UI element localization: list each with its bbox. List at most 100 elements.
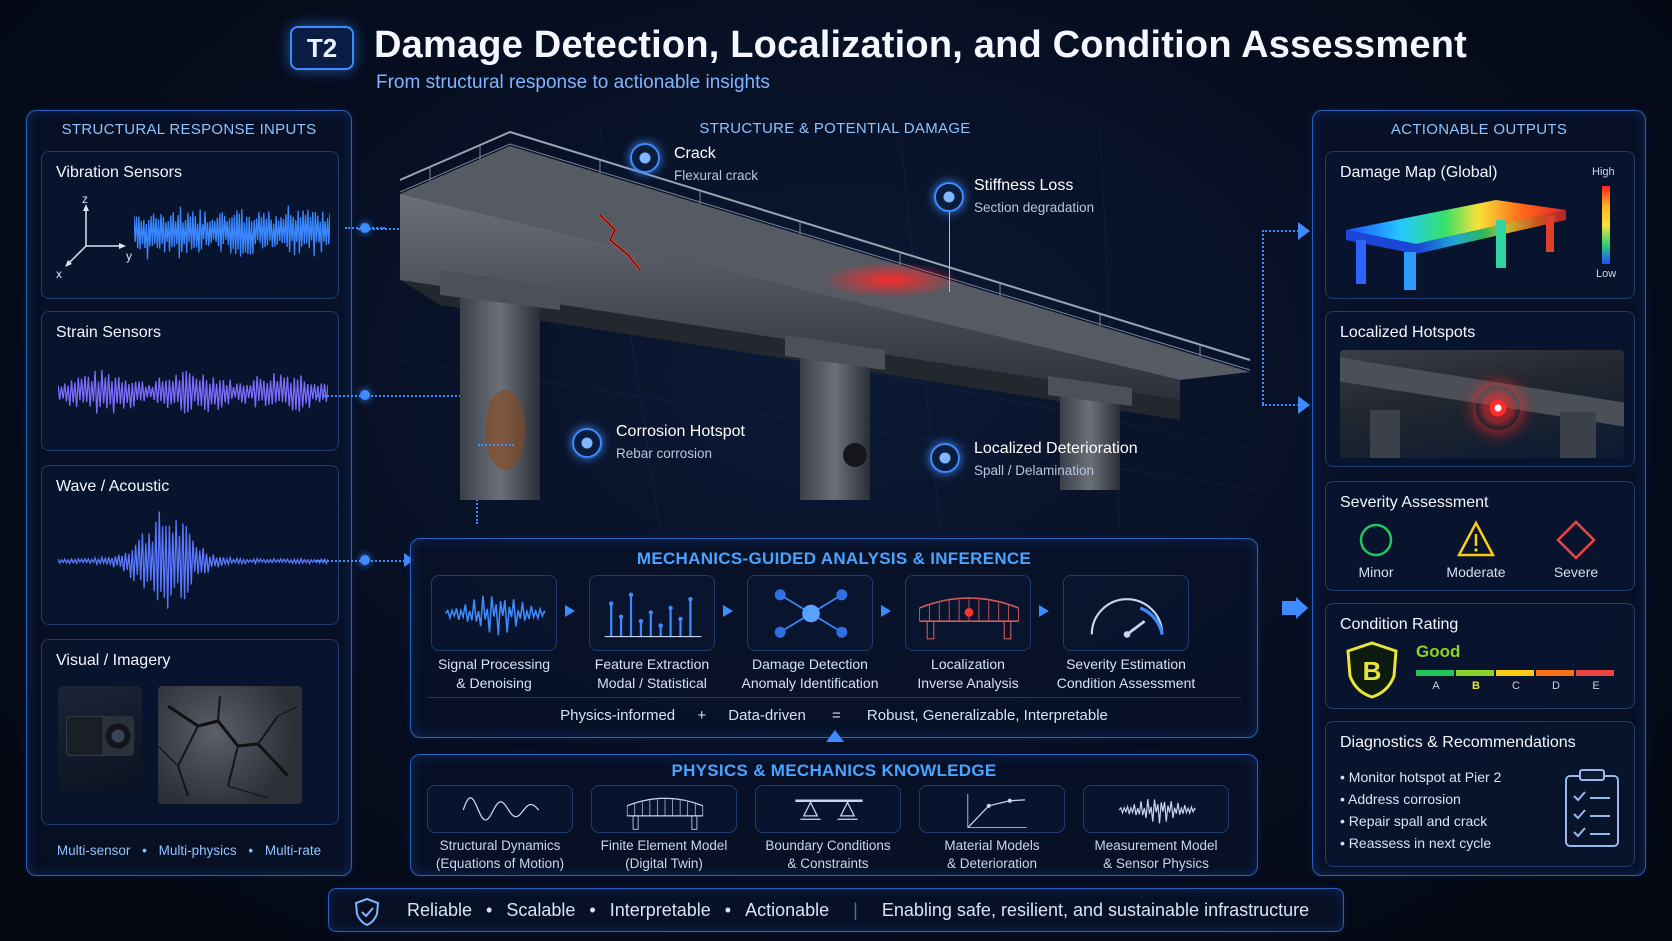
flow-arrow-icon (565, 605, 575, 617)
condition-grade: B (1362, 656, 1382, 686)
rating-scale-segment (1536, 670, 1574, 676)
hotspot-target-icon (1476, 386, 1520, 430)
footer-bar: Reliable•Scalable•Interpretable•Actionab… (328, 888, 1344, 932)
corrosion-marker-icon (572, 428, 602, 458)
inputs-footer: Multi-sensor • Multi-physics • Multi-rat… (56, 843, 322, 858)
stage-label-line1: Damage Detection (752, 656, 868, 672)
structure-title: STRUCTURE & POTENTIAL DAMAGE (699, 120, 971, 137)
sine-wave-icon (462, 797, 540, 821)
analysis-equation: Physics-informed + Data-driven = Robust,… (411, 707, 1257, 724)
stiffness-loss-annotation-title: Stiffness Loss (974, 177, 1074, 194)
hotspot-image (1340, 350, 1624, 458)
plus-sign: + (697, 707, 707, 724)
arrow-icon (1296, 597, 1308, 619)
knowledge-item-box (755, 785, 901, 833)
damage-map-card: Damage Map (Global) High Low (1325, 151, 1635, 299)
stiffness-loss-annotation-sub: Section degradation (974, 200, 1095, 215)
corrosion-annotation-sub: Rebar corrosion (616, 446, 713, 461)
waveform-trace (58, 370, 328, 414)
equals-sign: = (831, 707, 841, 724)
arrow-icon (1298, 222, 1310, 240)
crack-annotation-sub: Flexural crack (674, 168, 759, 183)
bar-features-icon (604, 592, 702, 638)
analysis-panel: MECHANICS-GUIDED ANALYSIS & INFERENCE Si… (410, 538, 1258, 738)
knowledge-item-box (1083, 785, 1229, 833)
footer-separator: • (724, 900, 732, 920)
wave-acoustic-card: Wave / Acoustic (41, 465, 339, 625)
knowledge-item-label: Material Models& Deterioration (905, 837, 1079, 873)
stage-label-line1: Localization (931, 656, 1005, 672)
arrow-icon (1298, 396, 1310, 414)
knowledge-label-line1: Finite Element Model (600, 838, 728, 853)
diagnostics-item: • Reassess in next cycle (1340, 835, 1492, 851)
footer-tag: Actionable (745, 900, 830, 920)
strain-sensor-card: Strain Sensors (41, 311, 339, 451)
knowledge-label-line2: (Equations of Motion) (435, 856, 565, 871)
data-driven-label: Data-driven (728, 707, 806, 724)
dot-node (360, 390, 370, 400)
analysis-stage-label: Signal Processing& Denoising (411, 655, 577, 693)
footer-tag: Scalable (506, 900, 576, 920)
axes-icon: z y x (56, 194, 132, 281)
knowledge-label-line2: & Constraints (787, 856, 869, 871)
stage-label-line2: Inverse Analysis (917, 675, 1019, 691)
support-icon (795, 799, 863, 820)
diagnostics-item: • Repair spall and crack (1340, 813, 1488, 829)
footer-tag-multi-rate: Multi-rate (264, 843, 322, 858)
waveform-icon (444, 595, 546, 636)
severity-severe-label: Severe (1553, 564, 1599, 580)
stiffness-loss-leader (949, 212, 950, 292)
deterioration-annotation-title: Localized Deterioration (974, 440, 1138, 457)
diagnostics-list: • Monitor hotspot at Pier 2• Address cor… (1340, 766, 1501, 854)
strain-connector (316, 395, 476, 397)
strain-label: Strain Sensors (56, 324, 161, 341)
corrosion-annotation-title: Corrosion Hotspot (616, 423, 745, 440)
camera-icon (58, 686, 142, 792)
analysis-title: MECHANICS-GUIDED ANALYSIS & INFERENCE (636, 549, 1032, 568)
network-icon (774, 589, 848, 638)
stage-label-line1: Signal Processing (437, 656, 551, 672)
condition-rating-label: Condition Rating (1340, 616, 1459, 633)
rating-scale-segment (1456, 670, 1494, 676)
rating-scale-segment (1416, 670, 1454, 676)
knowledge-item-box (427, 785, 573, 833)
analysis-stage-box (1063, 575, 1189, 651)
damage-map-label: Damage Map (Global) (1340, 164, 1498, 181)
analysis-divider (427, 697, 1241, 698)
stage-label-line2: Anomaly Identification (741, 675, 879, 691)
footer-separator: • (486, 900, 493, 920)
heat-scale-bar (1602, 186, 1610, 264)
severe-diamond-icon (1556, 520, 1596, 560)
vibration-waveform-icon (134, 205, 330, 260)
arrow-icon (404, 553, 414, 567)
moderate-warning-icon (1456, 520, 1496, 557)
equation-result-label: Robust, Generalizable, Interpretable (866, 707, 1108, 724)
footer-tags: Reliable•Scalable•Interpretable•Actionab… (407, 900, 1309, 921)
analysis-stage-box (905, 575, 1031, 651)
knowledge-item-box (919, 785, 1065, 833)
damage-map-bridge-icon (1346, 200, 1566, 290)
stage-label-line2: Condition Assessment (1056, 675, 1196, 691)
flow-arrow-icon (881, 605, 891, 617)
knowledge-label-line2: & Deterioration (946, 856, 1038, 871)
shield-check-icon (354, 897, 380, 927)
knowledge-label-line1: Structural Dynamics (439, 838, 561, 853)
shield-grade-icon (1346, 641, 1398, 699)
rating-scale-grade-label: B (1472, 680, 1480, 692)
rating-scale-grade-label: A (1432, 680, 1440, 692)
strain-waveform-icon (58, 370, 328, 414)
arrow-icon (1282, 601, 1298, 615)
rating-scale-grade-label: E (1592, 680, 1600, 692)
footer-tag: Reliable (407, 900, 473, 920)
knowledge-item-label: Structural Dynamics (Equations of Motion) (413, 837, 587, 873)
knowledge-panel: PHYSICS & MECHANICS KNOWLEDGE Structural… (410, 754, 1258, 876)
stage-label-line1: Severity Estimation (1066, 656, 1186, 672)
bridge-mesh-icon (919, 597, 1019, 640)
axis-x-label: x (56, 267, 62, 281)
waveform-trace (134, 205, 330, 260)
wave-acoustic-label: Wave / Acoustic (56, 478, 170, 495)
flow-arrow-icon (723, 605, 733, 617)
diagnostics-label: Diagnostics & Recommendations (1340, 734, 1576, 751)
